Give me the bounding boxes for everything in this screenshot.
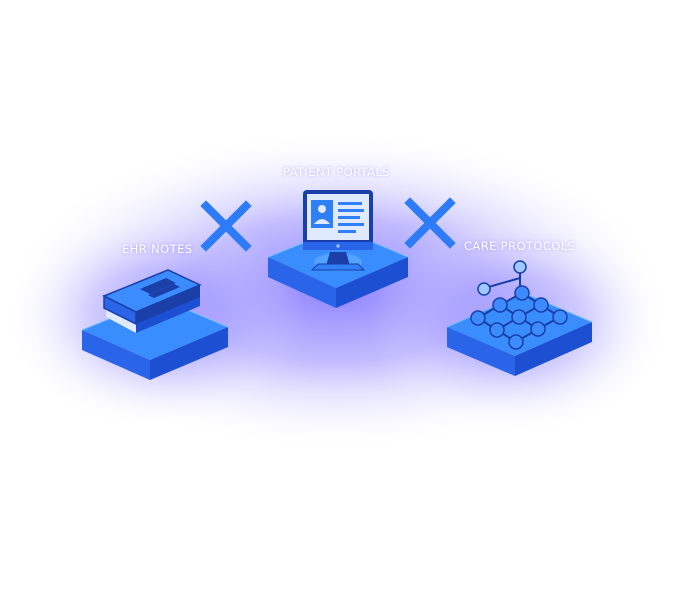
ehr-notes-node (81, 269, 229, 380)
monitor-icon (303, 190, 373, 271)
patient-portals-node (267, 190, 409, 308)
care-protocols-label: CARE PROTOCOLS (464, 239, 576, 253)
ehr-notes-label: EHR NOTES (122, 242, 193, 256)
book-icon (102, 269, 202, 333)
patient-portals-label: PATIENT PORTALS (283, 165, 390, 179)
platform-base (81, 297, 229, 380)
cross-icon (200, 200, 252, 252)
network-nodes (470, 260, 568, 350)
cross-icon (404, 197, 456, 249)
care-protocols-node (446, 260, 593, 376)
